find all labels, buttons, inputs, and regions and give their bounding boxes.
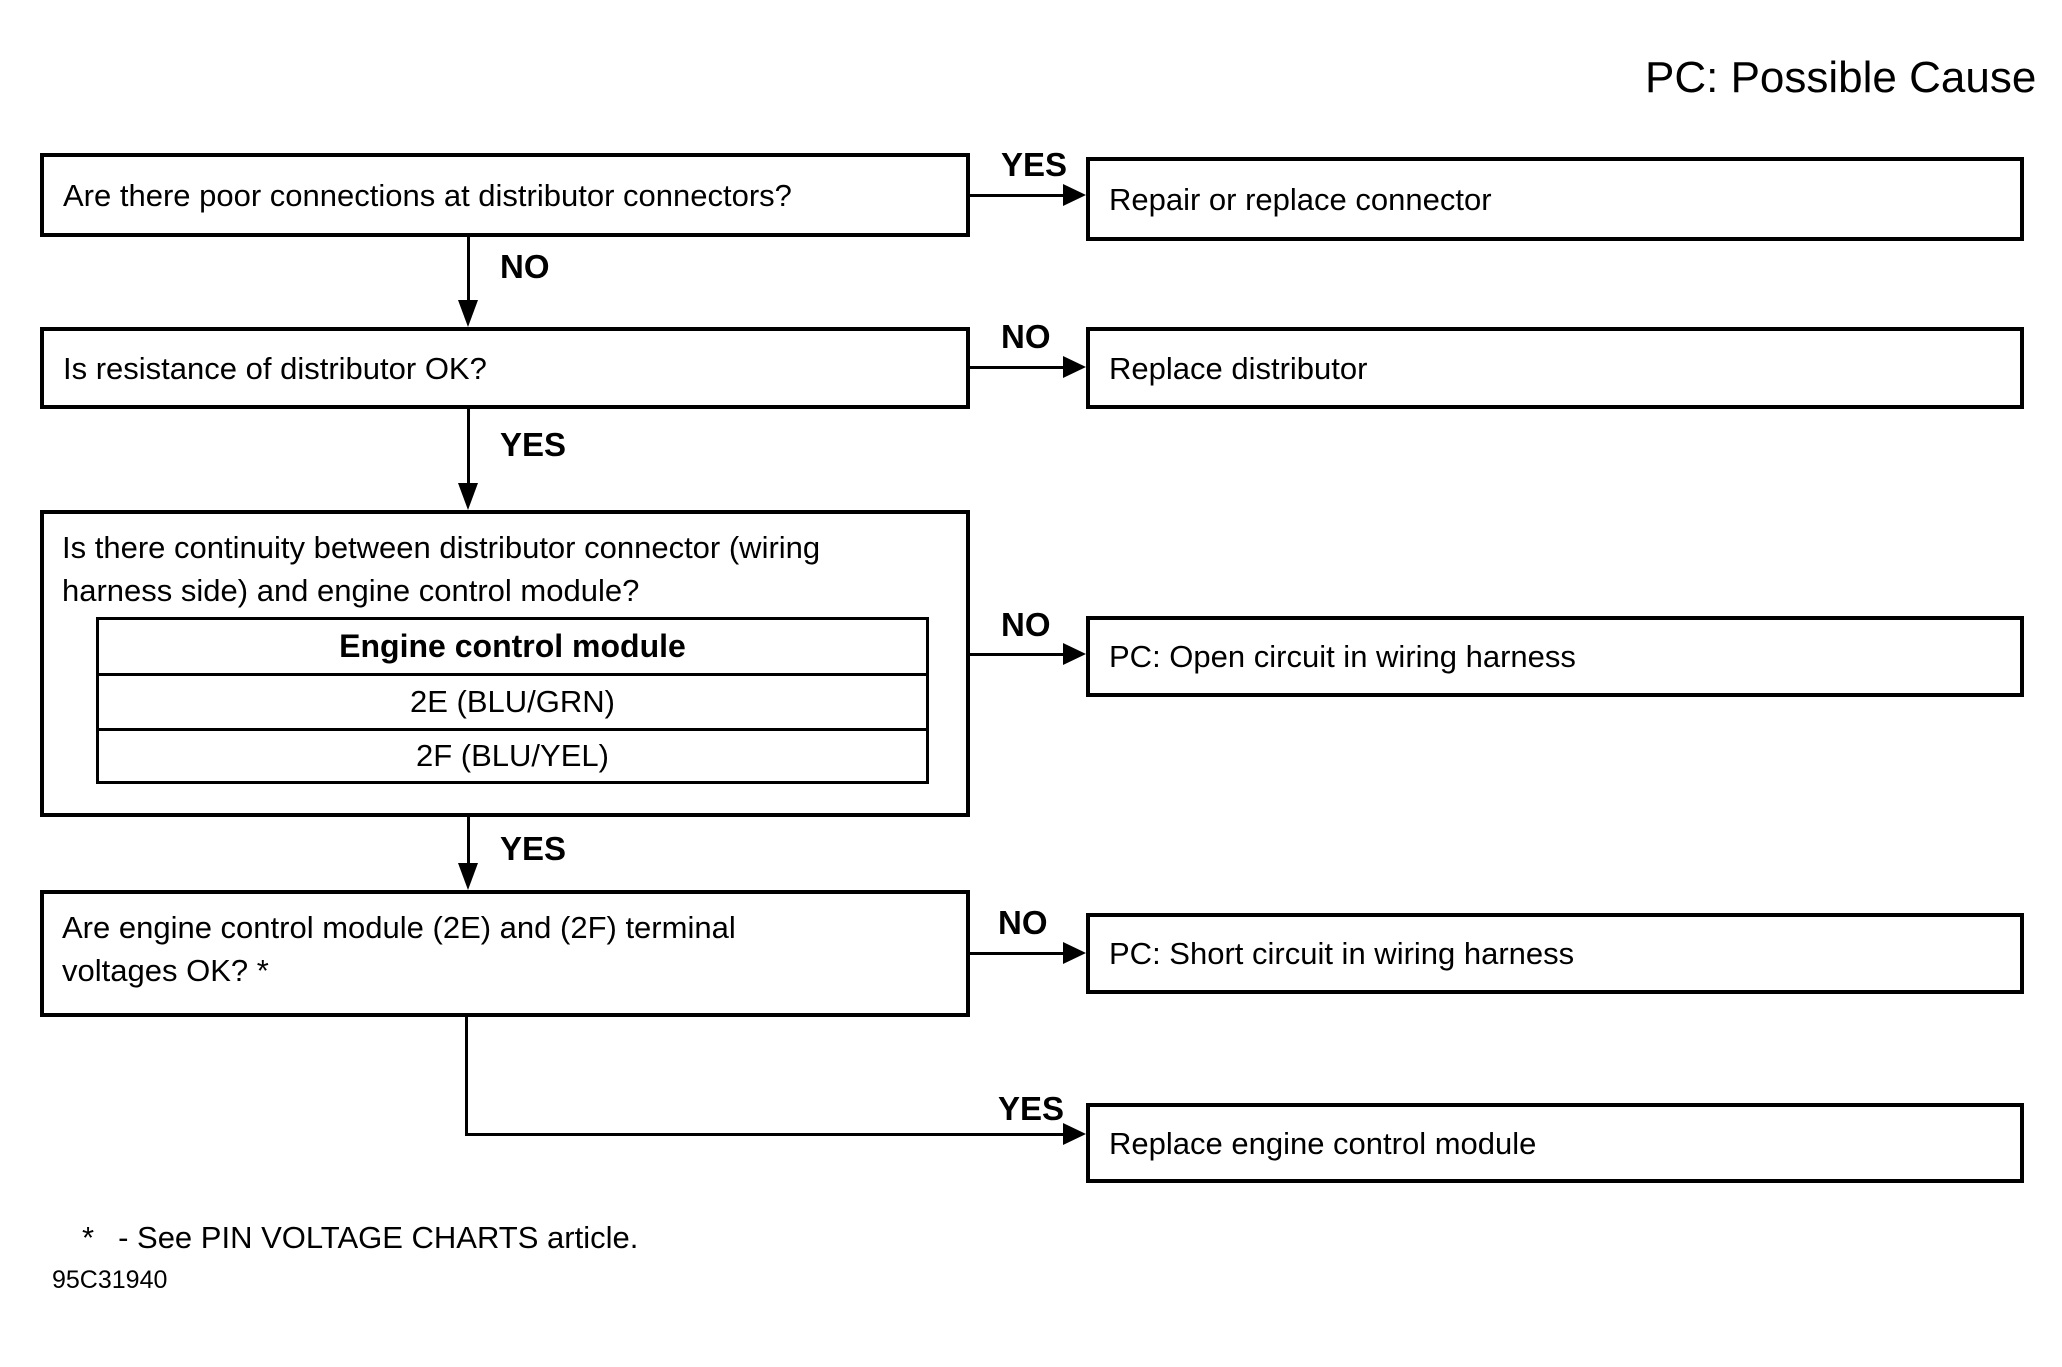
table-row-terminal-2e: 2E (BLU/GRN) bbox=[99, 676, 926, 731]
table-header: Engine control module bbox=[99, 620, 926, 676]
action-text: PC: Open circuit in wiring harness bbox=[1109, 639, 1576, 674]
action-box-repair-connector: Repair or replace connector bbox=[1086, 157, 2024, 241]
action-text: PC: Short circuit in wiring harness bbox=[1109, 936, 1575, 971]
edge-label-no-2: NO bbox=[1001, 318, 1051, 355]
action-box-short-circuit: PC: Short circuit in wiring harness bbox=[1086, 913, 2024, 994]
arrow-line-q1-yes bbox=[970, 194, 1066, 197]
engine-control-module-table: Engine control module 2E (BLU/GRN) 2F (B… bbox=[96, 617, 929, 784]
arrow-line-q4-no bbox=[967, 952, 1066, 955]
arrowhead-q2-no bbox=[1063, 356, 1086, 378]
action-text: Repair or replace connector bbox=[1109, 181, 1492, 217]
question-text-line1: Is there continuity between distributor … bbox=[62, 530, 821, 565]
question-box-terminal-voltages: Are engine control module (2E) and (2F) … bbox=[40, 890, 970, 1017]
edge-label-yes-1: YES bbox=[1001, 146, 1068, 183]
edge-label-yes-2: YES bbox=[500, 426, 567, 463]
action-box-replace-ecm: Replace engine control module bbox=[1086, 1103, 2024, 1183]
question-text-line2: voltages OK? * bbox=[62, 953, 269, 988]
question-text: Is resistance of distributor OK? bbox=[63, 350, 487, 386]
edge-label-yes-3: YES bbox=[500, 830, 567, 867]
arrow-line-q1-no bbox=[467, 237, 470, 303]
edge-label-no-1: NO bbox=[500, 248, 550, 285]
arrow-elbow-vertical-q4-yes bbox=[465, 1017, 468, 1136]
question-text-line2: harness side) and engine control module? bbox=[62, 573, 640, 608]
footnote-pin-voltage-charts: * - See PIN VOLTAGE CHARTS article. bbox=[82, 1220, 638, 1256]
edge-label-yes-4: YES bbox=[998, 1090, 1065, 1127]
action-box-replace-distributor: Replace distributor bbox=[1086, 327, 2024, 409]
figure-code: 95C31940 bbox=[52, 1266, 168, 1294]
legend-possible-cause: PC: Possible Cause bbox=[1645, 53, 2037, 102]
arrow-line-q2-no bbox=[969, 366, 1066, 369]
action-text: Replace engine control module bbox=[1109, 1125, 1537, 1161]
action-box-open-circuit: PC: Open circuit in wiring harness bbox=[1086, 616, 2024, 697]
footnote-text: - See PIN VOLTAGE CHARTS article. bbox=[118, 1220, 639, 1255]
arrowhead-q3-no bbox=[1063, 643, 1086, 665]
edge-label-no-3: NO bbox=[1001, 606, 1051, 643]
arrowhead-q3-yes bbox=[458, 863, 478, 890]
arrow-line-q2-yes bbox=[467, 409, 470, 484]
arrowhead-q1-no bbox=[458, 300, 478, 327]
arrowhead-q4-no bbox=[1063, 942, 1086, 964]
arrow-elbow-horizontal-q4-yes bbox=[465, 1133, 1066, 1136]
question-box-poor-connections: Are there poor connections at distributo… bbox=[40, 153, 970, 237]
action-text: Replace distributor bbox=[1109, 350, 1368, 386]
arrowhead-q2-yes bbox=[458, 483, 478, 510]
footnote-asterisk: * bbox=[82, 1220, 95, 1255]
arrowhead-q4-yes bbox=[1063, 1123, 1086, 1145]
question-text-line1: Are engine control module (2E) and (2F) … bbox=[62, 910, 736, 945]
question-box-distributor-resistance: Is resistance of distributor OK? bbox=[40, 327, 970, 409]
table-row-terminal-2f: 2F (BLU/YEL) bbox=[416, 738, 609, 773]
question-text: Are there poor connections at distributo… bbox=[63, 177, 792, 213]
edge-label-no-4: NO bbox=[998, 904, 1048, 941]
arrow-line-q3-no bbox=[970, 653, 1066, 656]
arrow-line-q3-yes bbox=[467, 817, 470, 864]
arrowhead-q1-yes bbox=[1063, 184, 1086, 206]
